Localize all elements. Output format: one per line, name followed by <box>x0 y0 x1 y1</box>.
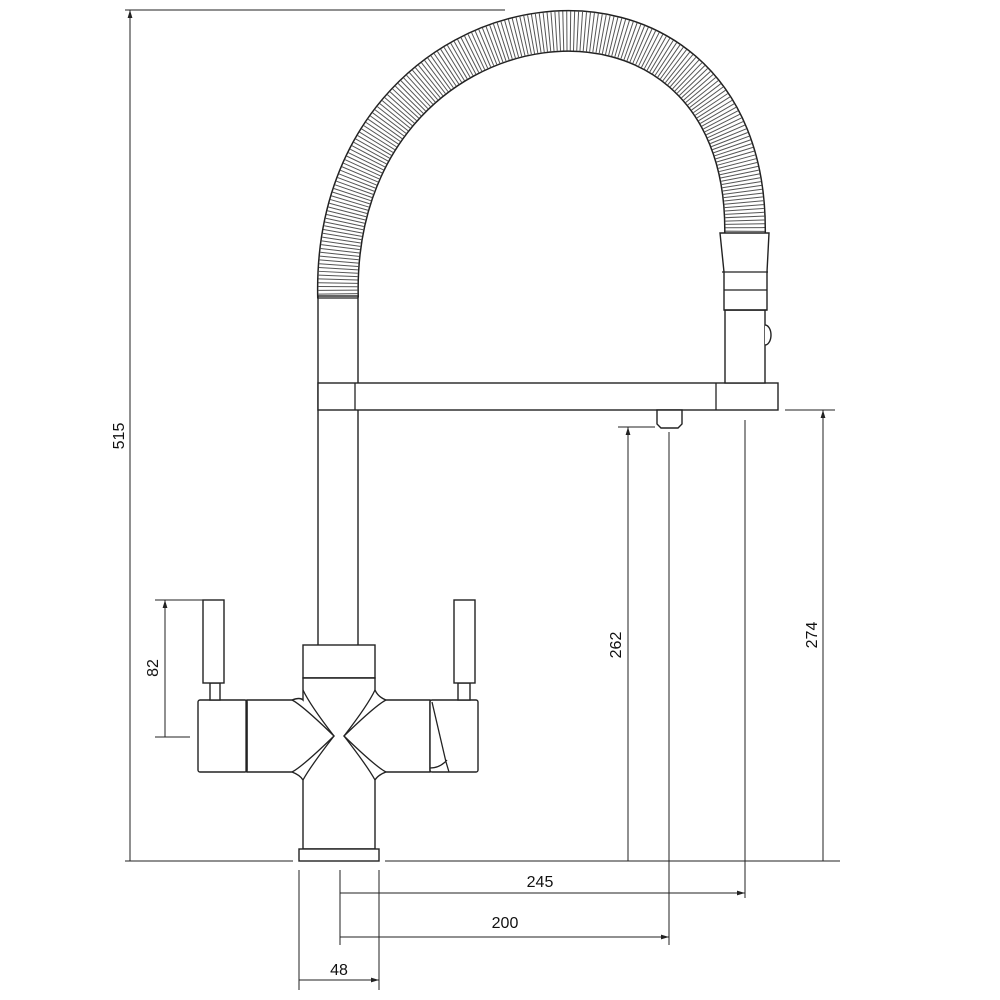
spray-head <box>719 232 772 384</box>
faucet-stem <box>317 295 359 647</box>
dimension-label: 200 <box>492 915 519 932</box>
dimension-200: 200 <box>340 915 669 940</box>
dimension-262: 262 <box>608 427 631 861</box>
dimension-245: 245 <box>340 874 745 896</box>
flexible-hose <box>316 9 767 299</box>
dimension-label: 515 <box>111 423 128 450</box>
right-handle <box>429 599 479 773</box>
dimension-label: 82 <box>145 659 162 677</box>
dimension-515: 515 <box>111 10 133 861</box>
dimension-274: 274 <box>804 410 826 861</box>
dimension-label: 274 <box>804 622 821 649</box>
mixer-body <box>246 677 431 850</box>
dimension-label: 245 <box>527 874 554 891</box>
dimension-48: 48 <box>299 962 379 983</box>
upper-body-block <box>302 644 376 679</box>
dimension-label: 262 <box>608 632 625 659</box>
dimension-82: 82 <box>145 600 168 737</box>
spout-arm <box>317 382 779 411</box>
base-plate <box>298 848 380 862</box>
left-handle <box>197 599 248 773</box>
nozzle <box>656 409 683 429</box>
dimension-label: 48 <box>330 962 348 979</box>
